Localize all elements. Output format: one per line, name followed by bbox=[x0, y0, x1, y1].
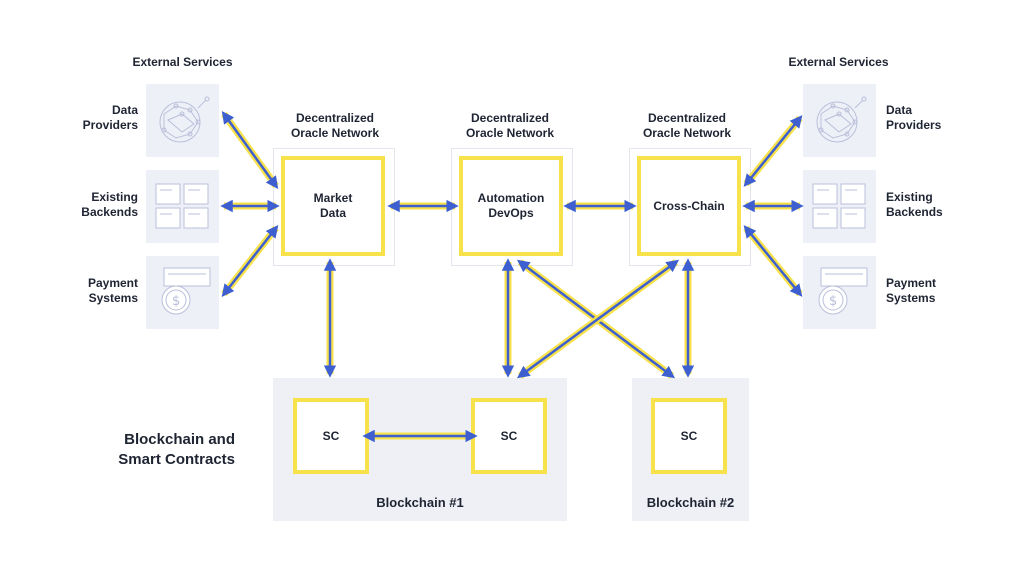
label-line: Providers bbox=[82, 118, 138, 132]
label-line: Existing bbox=[886, 190, 933, 204]
smart-contract-1: SC bbox=[293, 398, 369, 474]
node-title-line: Market bbox=[313, 191, 353, 205]
label-line: Payment bbox=[886, 276, 937, 290]
blockchain-section-title: Blockchain and Smart Contracts bbox=[60, 430, 235, 470]
right-payment-systems-label: Payment Systems bbox=[886, 276, 976, 306]
section-title-line: Smart Contracts bbox=[118, 451, 235, 468]
blockchain-2-label: Blockchain #2 bbox=[646, 495, 735, 510]
header-line: Oracle Network bbox=[465, 126, 555, 140]
right-data-providers-label: Data Providers bbox=[886, 103, 976, 133]
label-line: Data bbox=[886, 103, 913, 117]
left-existing-backends-label: Existing Backends bbox=[60, 190, 138, 220]
oracle-network-header-3: Decentralized Oracle Network bbox=[622, 111, 752, 141]
section-title-line: Blockchain and bbox=[124, 431, 235, 448]
right-existing-backends-label: Existing Backends bbox=[886, 190, 976, 220]
smart-contract-2: SC bbox=[471, 398, 547, 474]
globe-network-icon bbox=[816, 96, 867, 143]
arrow-data-providers-right bbox=[743, 115, 803, 187]
arrow-payment-right bbox=[743, 225, 803, 297]
automation-devops-node: Automation DevOps bbox=[459, 156, 563, 256]
sc-label: SC bbox=[680, 428, 698, 443]
right-existing-backends-tile bbox=[803, 170, 876, 243]
label-line: Data bbox=[111, 103, 138, 117]
label-line: Systems bbox=[886, 291, 936, 305]
node-title-line: DevOps bbox=[488, 206, 534, 220]
svg-text:$: $ bbox=[172, 294, 180, 309]
left-existing-backends-tile bbox=[146, 170, 219, 243]
market-data-node: Market Data bbox=[281, 156, 385, 256]
cross-chain-node: Cross-Chain bbox=[637, 156, 741, 256]
label-line: Backends bbox=[886, 205, 943, 219]
label-line: Payment bbox=[87, 276, 138, 290]
globe-network-icon bbox=[159, 96, 210, 143]
sc-label: SC bbox=[500, 428, 518, 443]
header-line: Oracle Network bbox=[290, 126, 380, 140]
label-line: Providers bbox=[886, 118, 942, 132]
left-data-providers-tile bbox=[146, 84, 219, 157]
left-data-providers-label: Data Providers bbox=[60, 103, 138, 133]
left-external-services-header: External Services bbox=[132, 55, 233, 69]
label-line: Backends bbox=[81, 205, 138, 219]
blockchain-1-label: Blockchain #1 bbox=[376, 495, 464, 510]
payment-coin-icon: $ bbox=[818, 267, 868, 315]
node-title-line: Automation bbox=[477, 191, 545, 205]
oracle-network-header-2: Decentralized Oracle Network bbox=[445, 111, 575, 141]
payment-coin-icon: $ bbox=[161, 267, 211, 315]
right-external-services-header: External Services bbox=[788, 55, 889, 69]
arrow-payment-left bbox=[221, 225, 279, 297]
right-data-providers-tile bbox=[803, 84, 876, 157]
header-line: Decentralized bbox=[295, 111, 375, 125]
smart-contract-3: SC bbox=[651, 398, 727, 474]
right-payment-systems-tile: $ bbox=[803, 256, 876, 329]
header-line: Oracle Network bbox=[642, 126, 732, 140]
arrow-data-providers-left bbox=[221, 110, 279, 190]
node-title-line: Cross-Chain bbox=[653, 198, 725, 213]
header-line: Decentralized bbox=[647, 111, 727, 125]
left-payment-systems-tile: $ bbox=[146, 256, 219, 329]
label-line: Systems bbox=[88, 291, 138, 305]
label-line: Existing bbox=[91, 190, 138, 204]
left-payment-systems-label: Payment Systems bbox=[60, 276, 138, 306]
server-rack-icon bbox=[812, 183, 866, 229]
server-rack-icon bbox=[155, 183, 209, 229]
header-line: Decentralized bbox=[470, 111, 550, 125]
arrow-crosschain-blockchain1 bbox=[516, 259, 680, 379]
node-title-line: Data bbox=[319, 206, 346, 220]
svg-text:$: $ bbox=[829, 294, 837, 309]
sc-label: SC bbox=[322, 428, 340, 443]
oracle-network-header-1: Decentralized Oracle Network bbox=[270, 111, 400, 141]
